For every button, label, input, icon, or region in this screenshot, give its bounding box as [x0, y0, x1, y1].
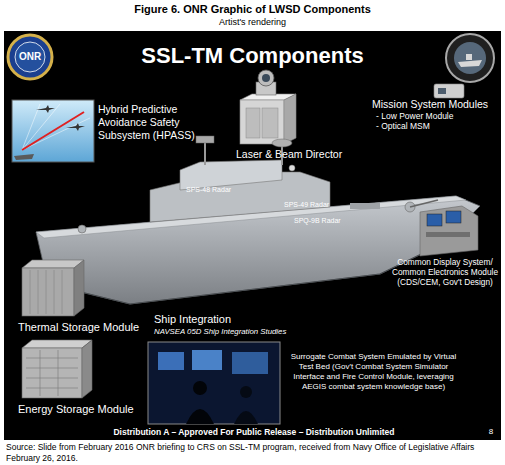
ship-deckhouse [180, 160, 282, 190]
laser-cabinet-side [284, 94, 296, 144]
launcher-cells [350, 203, 380, 209]
gun-barrel [410, 200, 438, 207]
program-logo-core [454, 42, 486, 74]
photo-screen [158, 352, 184, 370]
aircraft-symbol [36, 105, 55, 113]
laser-beam [22, 112, 84, 150]
beam-director-aperture [262, 74, 270, 82]
component-name: Thermal Storage Module [18, 321, 158, 334]
photo-screen [192, 350, 222, 370]
component-name: Laser & Beam Director [236, 148, 366, 161]
component-label: Hybrid Predictive Avoidance Safety Subsy… [98, 103, 204, 142]
stern-gun [78, 225, 86, 233]
program-logo-ring [446, 34, 494, 82]
hpass-inset [12, 100, 94, 162]
cabinet-door [246, 108, 260, 138]
spq9b-antenna [289, 165, 295, 171]
aircraft-symbol [66, 123, 85, 131]
onr-logo-ring [8, 35, 52, 79]
battery-racks [26, 350, 78, 396]
laser-cabinet-front [240, 100, 284, 144]
page-number: 8 [484, 427, 498, 437]
component-note: NAVSEA 05D Ship Integration Studies [154, 327, 304, 336]
operator-silhouette [240, 386, 252, 398]
component-label: Laser & Beam Director [236, 148, 366, 161]
component-name: Energy Storage Module [18, 403, 158, 416]
source-caption: Source: Slide from February 2016 ONR bri… [6, 442, 499, 464]
energy-module-front [22, 348, 82, 398]
console-screen [446, 211, 461, 223]
operator-silhouette [193, 381, 207, 395]
component-label: Ship IntegrationNAVSEA 05D Ship Integrat… [154, 313, 304, 336]
module-window [438, 88, 446, 94]
energy-module-side [82, 340, 92, 398]
ship-mast [204, 140, 206, 165]
mission-module-box [434, 84, 464, 98]
figure-title: Figure 6. ONR Graphic of LWSD Components [0, 3, 505, 16]
list-item: - Low Power Module [372, 111, 502, 121]
radar-label: SPQ-9B Radar [294, 217, 354, 225]
thermal-module-front [22, 268, 74, 316]
component-name: Ship Integration [154, 313, 304, 326]
component-description: Surrogate Combat System Emulated by Virt… [286, 352, 461, 392]
console-desk [426, 232, 470, 237]
logo-text: ONR [10, 51, 50, 63]
component-label: Mission System Modules- Low Power Module… [372, 98, 502, 131]
container-ribs [30, 270, 62, 314]
console-cabinet [420, 206, 478, 256]
operator-silhouette [186, 409, 214, 424]
radar-label: SPS-48 Radar [186, 186, 246, 194]
hpass-fan-lines [22, 104, 90, 150]
operator-silhouette [234, 411, 258, 424]
test-bed-photo [148, 342, 280, 424]
sps49-antenna [272, 139, 292, 147]
component-name: Mission System Modules [372, 98, 502, 111]
subtitle-note: Artist's rendering [0, 17, 505, 28]
distribution-notice: Distribution A – Approved For Public Rel… [84, 427, 424, 437]
photo-screen [232, 352, 268, 374]
program-logo-ship [458, 54, 482, 67]
list-item: - Optical MSM [372, 121, 502, 131]
component-label: Thermal Storage Module [18, 321, 158, 334]
energy-module-top [22, 340, 92, 348]
component-label: Common Display System/ Common Electronic… [386, 257, 504, 287]
cabinet-door [262, 108, 278, 138]
console-screen [427, 214, 442, 226]
inset-ship [14, 154, 34, 160]
beam-director-turret [258, 70, 274, 86]
component-name: Hybrid Predictive Avoidance Safety Subsy… [98, 103, 204, 142]
component-label: Energy Storage Module [18, 403, 158, 416]
slide-heading: SSL-TM Components [4, 43, 501, 69]
sps48-antenna [196, 136, 214, 143]
radar-label: SPS-49 Radar [284, 201, 344, 209]
thermal-module-side [74, 260, 84, 316]
component-name: Common Display System/ Common Electronic… [386, 257, 504, 287]
component-label: Surrogate Combat System Emulated by Virt… [286, 352, 461, 392]
thermal-module-top [22, 260, 84, 268]
